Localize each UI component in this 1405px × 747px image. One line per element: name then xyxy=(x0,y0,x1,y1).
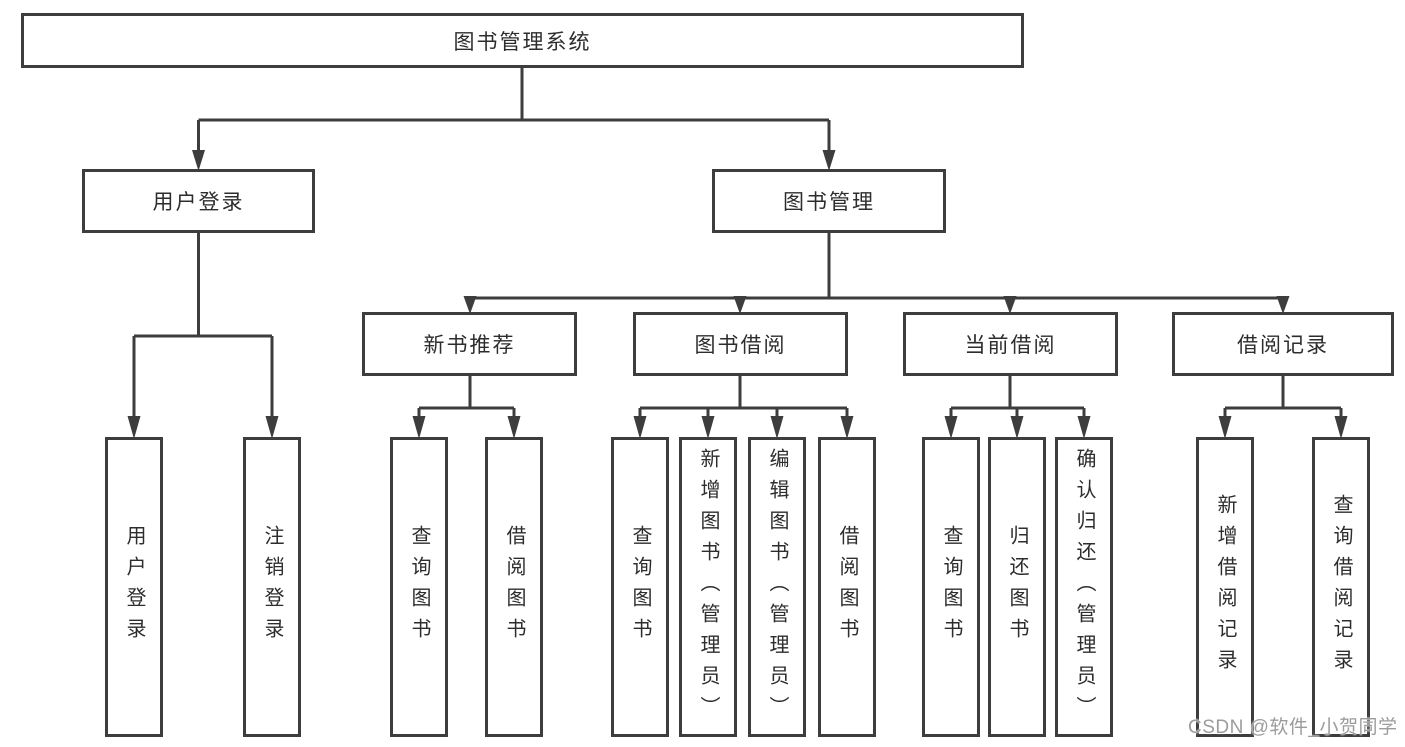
node-root-system: 图书管理系统 xyxy=(21,13,1024,68)
leaf-confirm-return-admin: 确认归还（管理员） xyxy=(1055,437,1113,737)
leaf-borrow-books-recommend: 借阅图书 xyxy=(485,437,543,737)
leaf-query-books-current: 查询图书 xyxy=(922,437,980,737)
leaf-borrow-books-label: 借阅图书 xyxy=(836,525,858,649)
leaf-confirm-return-admin-label: 确认归还（管理员） xyxy=(1073,447,1095,727)
node-user-login: 用户登录 xyxy=(82,169,315,233)
leaf-query-borrow-record: 查询借阅记录 xyxy=(1312,437,1370,737)
node-user-login-label: 用户登录 xyxy=(152,191,245,214)
leaf-query-books-recommend-label: 查询图书 xyxy=(408,525,430,649)
csdn-watermark: CSDN @软件_小贺同学 xyxy=(1188,717,1398,738)
arrowheads xyxy=(127,150,1348,439)
node-current-borrow-label: 当前借阅 xyxy=(964,334,1057,357)
node-book-management: 图书管理 xyxy=(712,169,946,233)
node-book-borrow-label: 图书借阅 xyxy=(694,334,787,357)
leaf-return-books-label: 归还图书 xyxy=(1006,525,1028,649)
leaf-query-borrow-record-label: 查询借阅记录 xyxy=(1330,494,1352,680)
leaf-add-books-admin: 新增图书（管理员） xyxy=(679,437,737,737)
node-root-label: 图书管理系统 xyxy=(453,30,592,54)
leaf-edit-books-admin-label: 编辑图书（管理员） xyxy=(766,447,788,727)
leaf-add-books-admin-label: 新增图书（管理员） xyxy=(697,447,719,727)
leaf-add-borrow-record: 新增借阅记录 xyxy=(1196,437,1254,737)
node-new-book-recommend: 新书推荐 xyxy=(362,312,577,376)
leaf-logout-login-label: 注销登录 xyxy=(261,525,283,649)
leaf-return-books: 归还图书 xyxy=(988,437,1046,737)
leaf-user-login-label: 用户登录 xyxy=(123,525,145,649)
node-current-borrow: 当前借阅 xyxy=(903,312,1118,376)
node-book-management-label: 图书管理 xyxy=(783,191,875,214)
leaf-query-books-borrow-label: 查询图书 xyxy=(629,525,651,649)
node-borrow-records-label: 借阅记录 xyxy=(1237,334,1329,357)
leaf-query-books-recommend: 查询图书 xyxy=(390,437,448,737)
leaf-query-books-current-label: 查询图书 xyxy=(940,525,962,649)
leaf-logout-login: 注销登录 xyxy=(243,437,301,737)
leaf-borrow-books: 借阅图书 xyxy=(818,437,876,737)
leaf-add-borrow-record-label: 新增借阅记录 xyxy=(1214,494,1236,680)
leaf-query-books-borrow: 查询图书 xyxy=(611,437,669,737)
leaf-user-login: 用户登录 xyxy=(105,437,163,737)
node-book-borrow: 图书借阅 xyxy=(633,312,848,376)
node-borrow-records: 借阅记录 xyxy=(1172,312,1394,376)
leaf-edit-books-admin: 编辑图书（管理员） xyxy=(748,437,806,737)
node-new-book-recommend-label: 新书推荐 xyxy=(423,334,516,357)
leaf-borrow-books-recommend-label: 借阅图书 xyxy=(503,525,525,649)
